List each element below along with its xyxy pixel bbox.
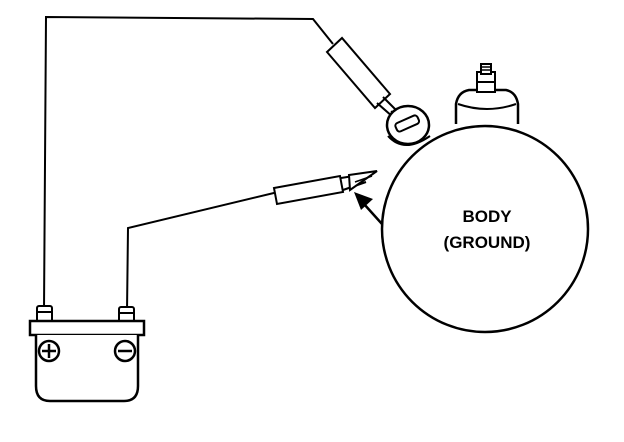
battery-positive-post — [36, 305, 53, 323]
negative-wire — [126, 191, 279, 313]
body-circle — [380, 124, 590, 334]
battery-lid — [28, 319, 146, 337]
positive-wire — [43, 15, 334, 311]
contact-arrow — [354, 192, 383, 225]
terminal-connector — [385, 104, 431, 146]
battery-case — [34, 335, 140, 403]
threaded-stud — [476, 63, 496, 93]
body-label-line1: BODY — [462, 207, 512, 226]
body-ground: BODY (GROUND) — [380, 63, 590, 334]
body-label-line2: (GROUND) — [444, 233, 531, 252]
battery — [28, 305, 146, 403]
wires — [43, 15, 334, 313]
lower-probe — [272, 170, 378, 206]
